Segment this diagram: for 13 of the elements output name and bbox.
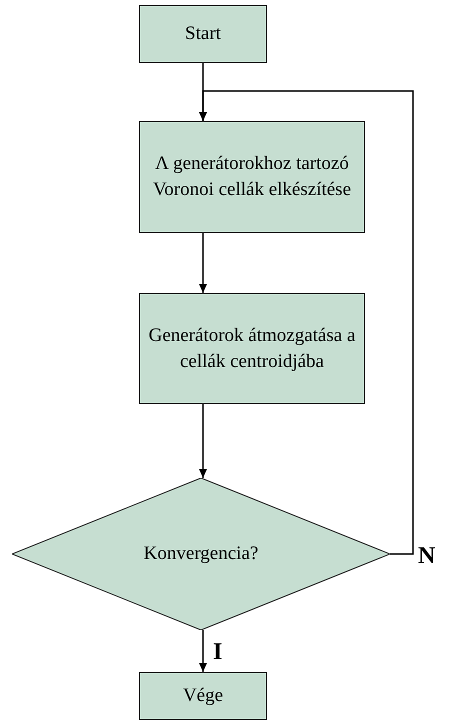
process-box [139, 293, 365, 404]
arrow [199, 233, 207, 293]
node-label: Vége [182, 684, 224, 708]
arrow [199, 404, 207, 478]
node-label: Start [184, 22, 222, 46]
node-label: Λ generátorokhoz tartozó Voronoi cellák elkészítése [152, 152, 352, 202]
process-box [139, 5, 267, 63]
arrow [199, 90, 414, 555]
arrow [199, 630, 207, 672]
node-label: Generátorok átmozgatása a cellák centroidjába [148, 324, 356, 374]
node-label: Konvergencia? [142, 542, 260, 566]
process-box [139, 121, 365, 233]
process-box [139, 672, 267, 720]
